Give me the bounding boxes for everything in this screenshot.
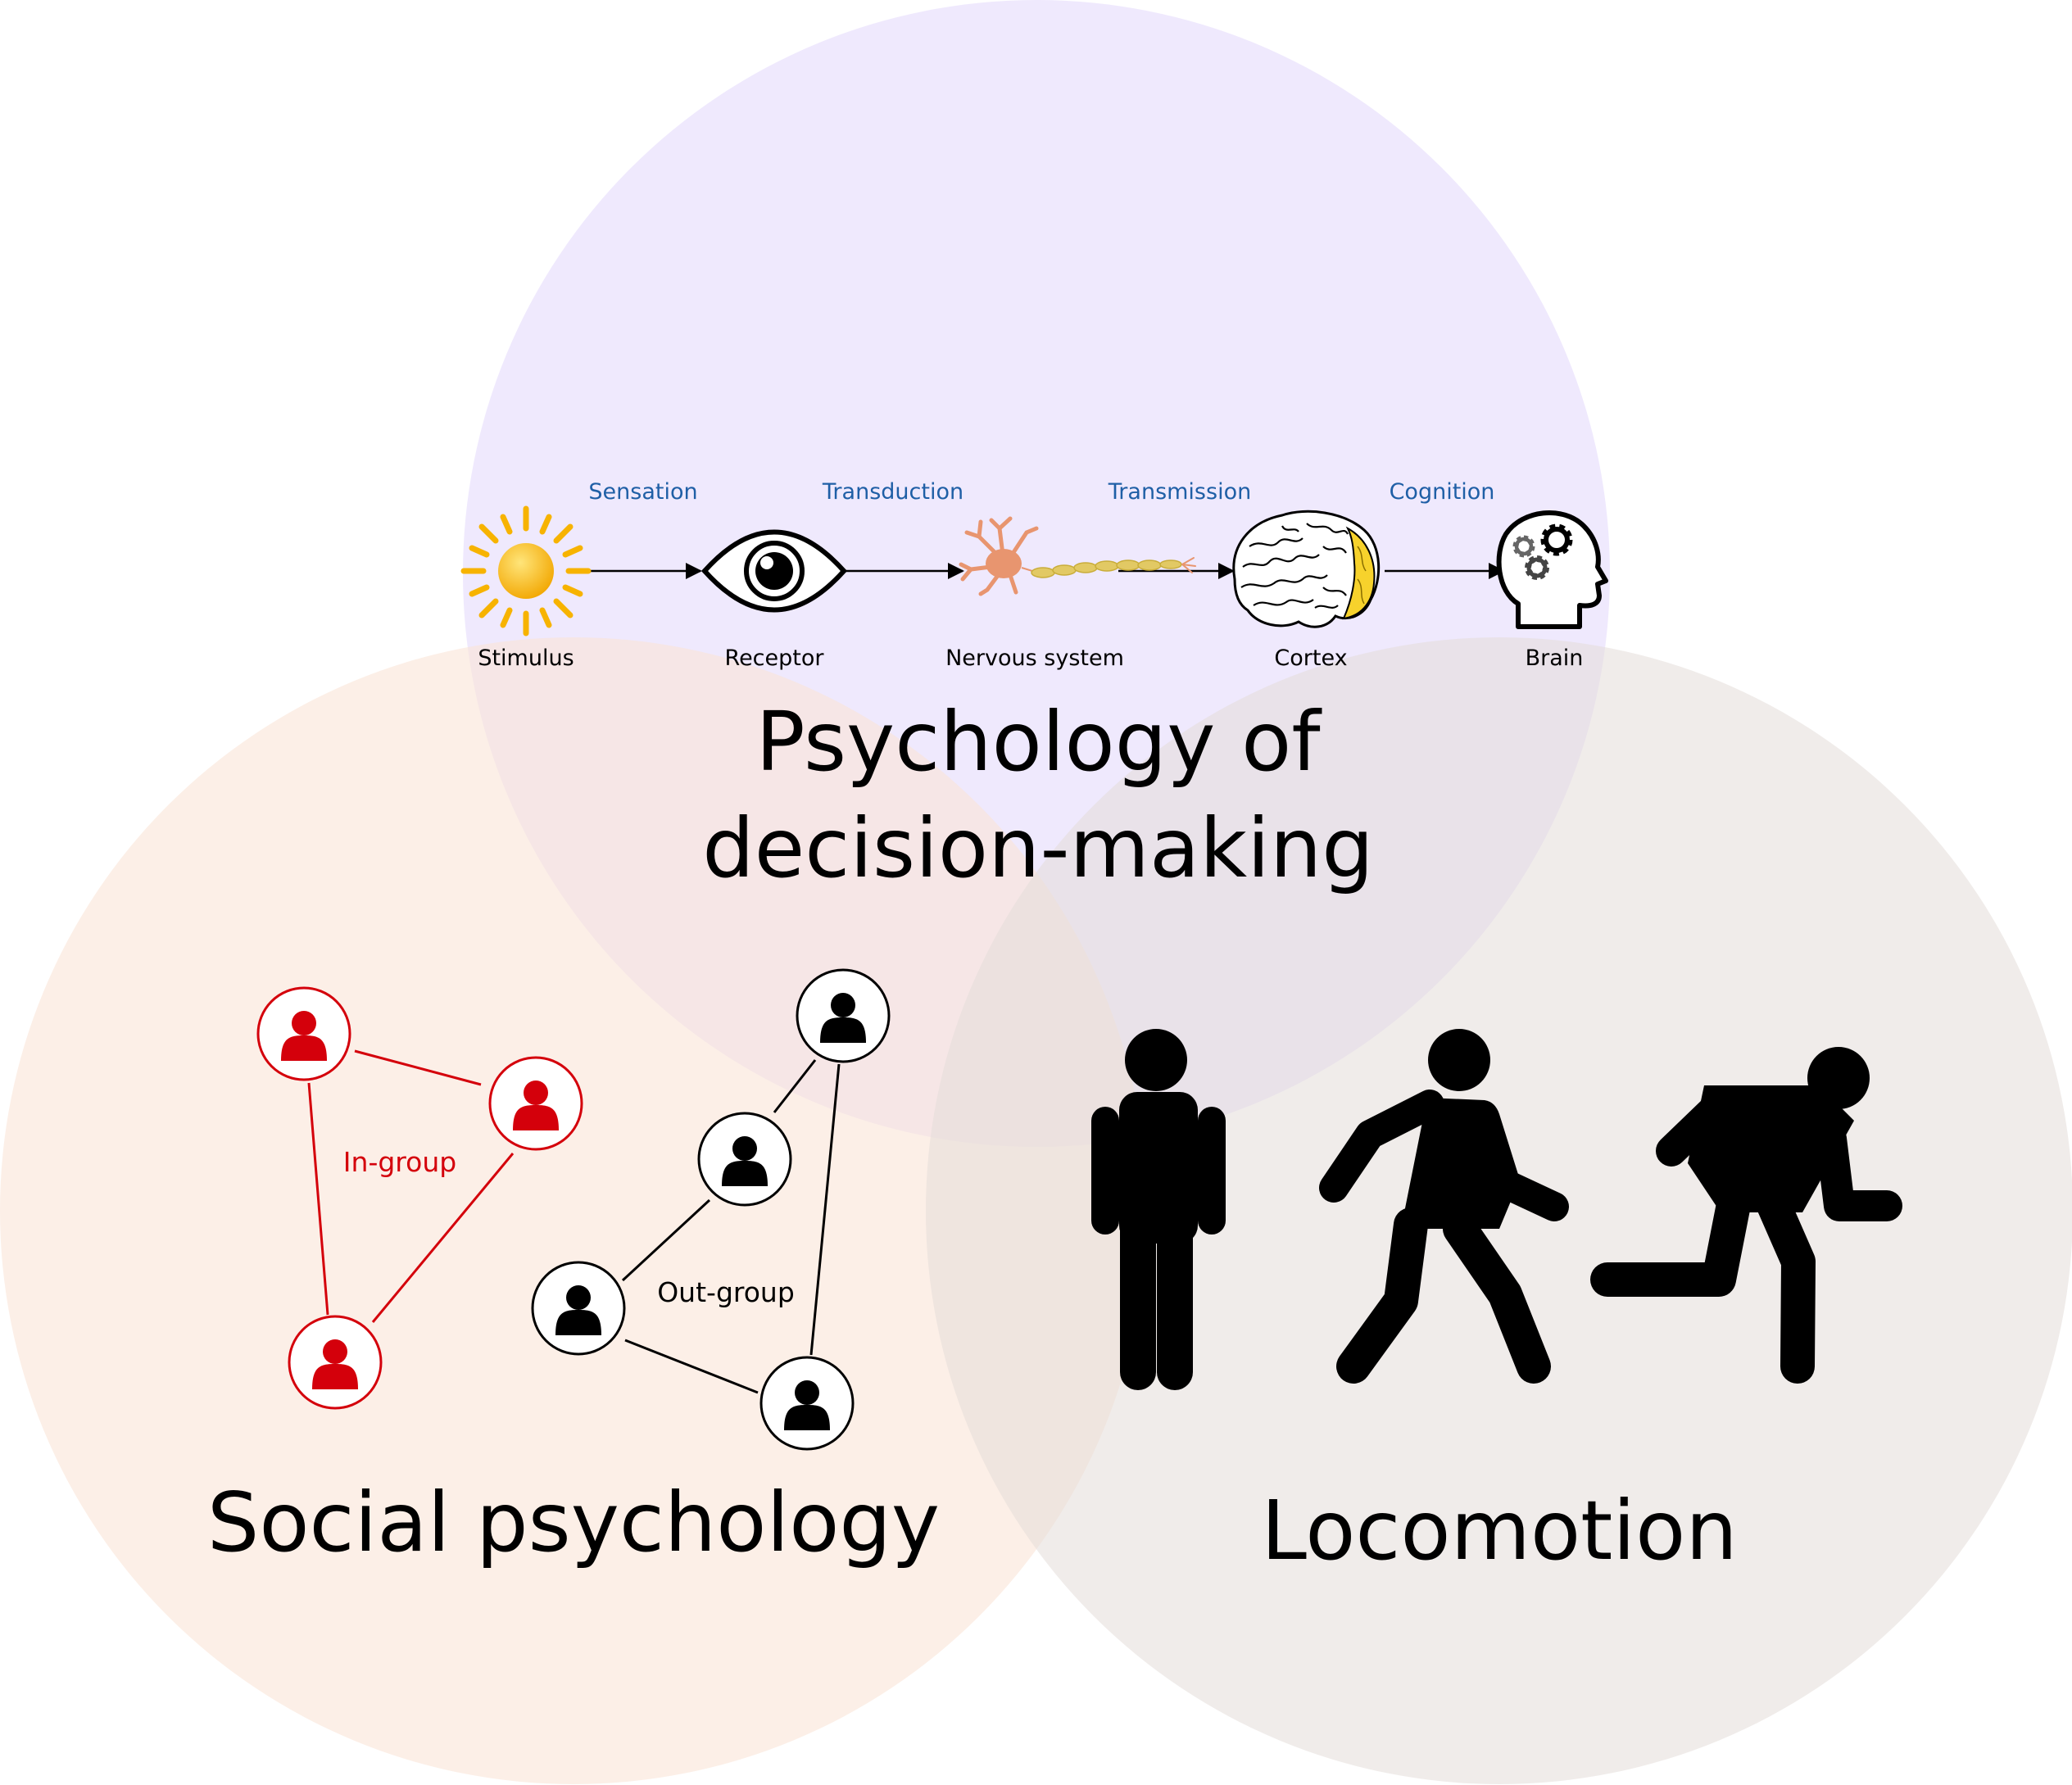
transition-label-transduction: Transduction	[822, 479, 963, 505]
running-figure-icon	[1590, 1047, 1902, 1384]
outgroup-person-node	[796, 968, 891, 1063]
transition-label-transmission: Transmission	[1108, 479, 1251, 505]
process-stage-labels: Stimulus Receptor Nervous system Cortex …	[478, 646, 1583, 671]
ingroup-person-node	[488, 1056, 583, 1151]
outgroup-label: Out-group	[657, 1276, 795, 1308]
outgroup-person-node	[759, 1356, 855, 1451]
head-gears-icon	[1496, 510, 1608, 629]
social-psychology-circle	[0, 637, 1147, 1784]
ingroup-person-node	[256, 986, 351, 1081]
outgroup-person-node	[697, 1112, 792, 1207]
stage-label-brain: Brain	[1526, 646, 1584, 671]
ingroup-label: In-group	[343, 1146, 456, 1178]
walking-figure-icon	[1319, 1029, 1569, 1384]
stage-label-receptor: Receptor	[725, 646, 825, 671]
outgroup-network: Out-group	[531, 968, 891, 1451]
stage-label-cortex: Cortex	[1274, 646, 1347, 671]
stage-label-nervous-system: Nervous system	[945, 646, 1124, 671]
neuron-icon	[959, 516, 1196, 596]
ingroup-person-node	[288, 1315, 383, 1410]
psychology-title-line1: Psychology of	[755, 694, 1322, 790]
stage-label-stimulus: Stimulus	[478, 646, 574, 671]
brain-icon	[1232, 510, 1381, 628]
sun-icon	[460, 505, 592, 637]
transition-label-cognition: Cognition	[1390, 479, 1495, 505]
social-psychology-title: Social psychology	[207, 1475, 940, 1570]
standing-figure-icon	[1091, 1029, 1226, 1390]
eye-icon	[700, 529, 848, 613]
psychology-title-line2: decision-making	[702, 800, 1374, 896]
transition-label-sensation: Sensation	[588, 479, 697, 505]
outgroup-person-node	[531, 1261, 626, 1356]
ingroup-network: In-group	[256, 986, 583, 1410]
locomotion-title: Locomotion	[1261, 1483, 1737, 1579]
process-transition-labels: Sensation Transduction Transmission Cogn…	[588, 479, 1494, 505]
